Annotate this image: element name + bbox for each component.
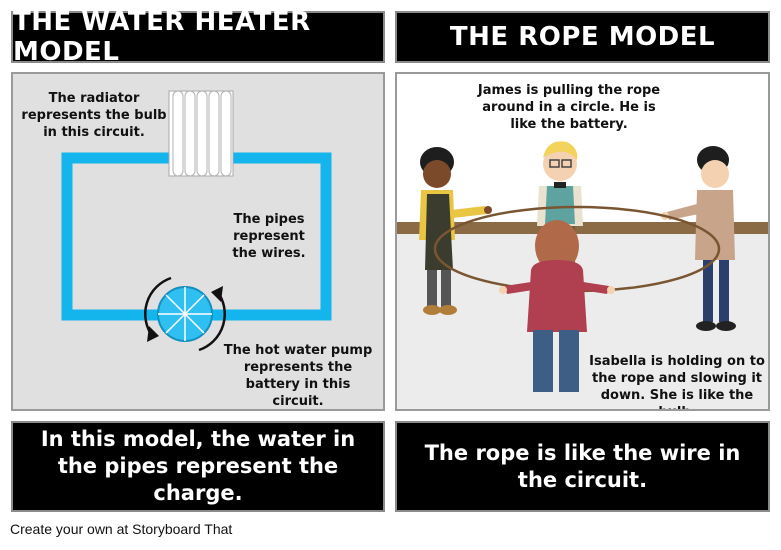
pump-note: The hot water pump represents the batter… [223, 343, 373, 409]
left-caption: In this model, the water in the pipes re… [11, 421, 385, 512]
left-panel-title: THE WATER HEATER MODEL [11, 7, 385, 67]
rope-panel: James is pulling the rope around in a ci… [395, 72, 770, 411]
right-panel-title: THE ROPE MODEL [395, 11, 770, 63]
right-boy-figure [661, 146, 736, 331]
water-heater-diagram [61, 90, 332, 352]
water-heater-panel: The radiator represents the bulb in this… [11, 72, 385, 411]
left-girl-figure [419, 147, 492, 315]
baseboard [397, 222, 768, 234]
radiator-icon [168, 90, 234, 177]
james-note: James is pulling the rope around in a ci… [477, 83, 661, 132]
radiator-note: The radiator represents the bulb in this… [21, 91, 167, 140]
storyboard-footer-link[interactable]: Create your own at Storyboard That [10, 521, 233, 537]
pipes-note: The pipes represent the wires. [232, 212, 306, 261]
isabella-note: Isabella is holding on to the rope and s… [589, 354, 765, 409]
isabella-figure [499, 220, 615, 392]
right-caption: The rope is like the wire in the circuit… [395, 421, 770, 512]
rope-model-scene [397, 74, 768, 409]
water-pump-icon [143, 276, 227, 352]
